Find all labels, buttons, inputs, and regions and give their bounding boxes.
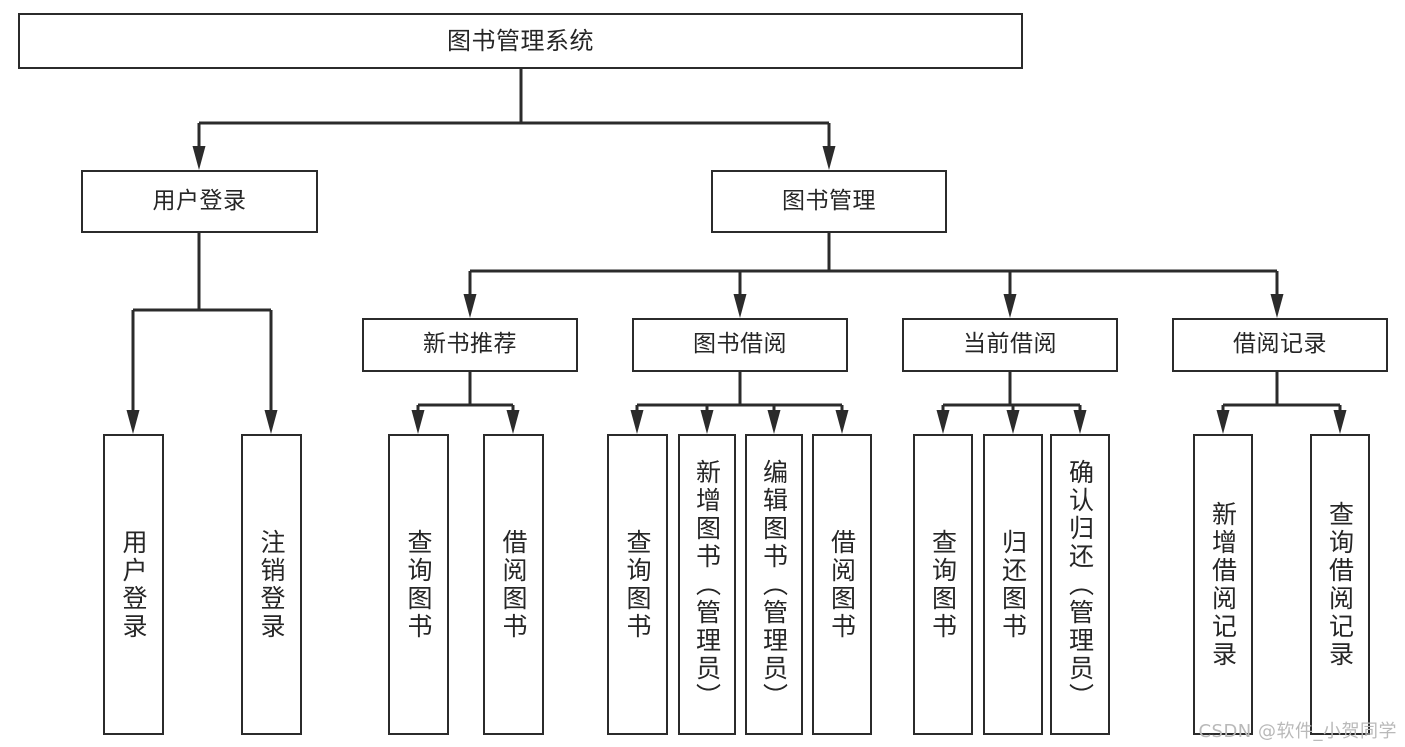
node-leaf-logout-label: 注销登录 [257, 528, 286, 641]
node-root[interactable]: 图书管理系统 [18, 13, 1023, 69]
node-leaf-borrow-book-2-label: 借阅图书 [827, 528, 857, 641]
node-leaf-query-record[interactable]: 查询借阅记录 [1310, 434, 1370, 735]
node-leaf-query-book-3-label: 查询图书 [928, 528, 958, 641]
node-leaf-query-book-1-label: 查询图书 [404, 528, 433, 641]
node-leaf-add-book[interactable]: 新增图书（管理员） [678, 434, 736, 735]
node-book-borrow[interactable]: 图书借阅 [632, 318, 848, 372]
node-leaf-user-login[interactable]: 用户登录 [103, 434, 164, 735]
node-leaf-edit-book[interactable]: 编辑图书（管理员） [745, 434, 803, 735]
node-leaf-query-book-2-label: 查询图书 [623, 528, 652, 641]
node-leaf-query-book-1[interactable]: 查询图书 [388, 434, 449, 735]
node-leaf-query-record-label: 查询借阅记录 [1325, 500, 1355, 669]
node-new-book-recommend-label: 新书推荐 [423, 331, 517, 358]
node-leaf-borrow-book-1[interactable]: 借阅图书 [483, 434, 544, 735]
node-leaf-add-record-label: 新增借阅记录 [1208, 500, 1238, 669]
node-new-book-recommend[interactable]: 新书推荐 [362, 318, 578, 372]
node-root-label: 图书管理系统 [447, 26, 594, 55]
node-leaf-return-book-label: 归还图书 [998, 528, 1028, 641]
node-current-borrow-label: 当前借阅 [963, 331, 1057, 358]
node-leaf-add-record[interactable]: 新增借阅记录 [1193, 434, 1253, 735]
node-leaf-borrow-book-2[interactable]: 借阅图书 [812, 434, 872, 735]
node-user-login-label: 用户登录 [152, 187, 247, 214]
node-leaf-confirm-return[interactable]: 确认归还（管理员） [1050, 434, 1110, 735]
node-leaf-confirm-return-label: 确认归还（管理员） [1065, 458, 1095, 711]
watermark-text: CSDN @软件_小贺同学 [1198, 721, 1397, 742]
node-leaf-query-book-3[interactable]: 查询图书 [913, 434, 973, 735]
node-leaf-borrow-book-1-label: 借阅图书 [499, 528, 528, 641]
node-leaf-add-book-label: 新增图书（管理员） [692, 458, 722, 711]
node-leaf-return-book[interactable]: 归还图书 [983, 434, 1043, 735]
node-leaf-logout[interactable]: 注销登录 [241, 434, 302, 735]
node-current-borrow[interactable]: 当前借阅 [902, 318, 1118, 372]
node-book-borrow-label: 图书借阅 [693, 331, 787, 358]
node-borrow-record-label: 借阅记录 [1233, 331, 1327, 358]
node-user-login[interactable]: 用户登录 [81, 170, 318, 233]
node-leaf-query-book-2[interactable]: 查询图书 [607, 434, 668, 735]
node-borrow-record[interactable]: 借阅记录 [1172, 318, 1388, 372]
node-book-manage-label: 图书管理 [782, 187, 876, 214]
node-leaf-user-login-label: 用户登录 [119, 528, 148, 641]
node-leaf-edit-book-label: 编辑图书（管理员） [759, 458, 789, 711]
node-book-manage[interactable]: 图书管理 [711, 170, 947, 233]
